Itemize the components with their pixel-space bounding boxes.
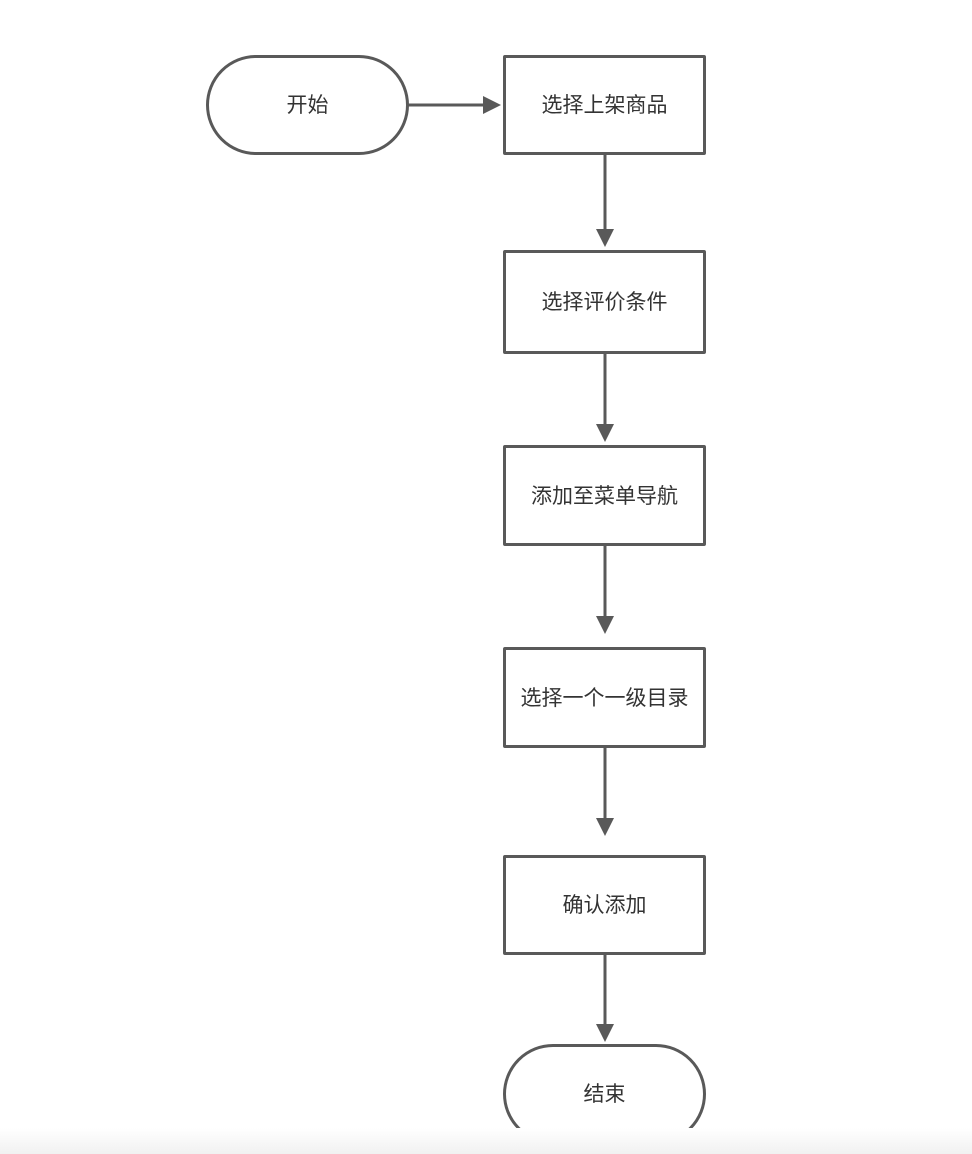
confirm-add-node-label: 确认添加 [562,893,647,917]
select-review-condition-node: 选择评价条件 [503,250,706,354]
bottom-edge-shade [0,1128,972,1154]
end-node-label: 结束 [583,1082,626,1106]
select-first-level-category-node-label: 选择一个一级目录 [520,685,689,710]
start-node-label: 开始 [286,93,329,117]
select-product-node-label: 选择上架商品 [541,93,668,117]
confirm-add-node: 确认添加 [503,855,706,955]
select-product-node: 选择上架商品 [503,55,706,155]
add-to-menu-nav-node: 添加至菜单导航 [503,445,706,546]
add-to-menu-nav-node-label: 添加至菜单导航 [531,483,678,508]
select-first-level-category-node: 选择一个一级目录 [503,647,706,748]
select-review-condition-node-label: 选择评价条件 [541,290,668,314]
start-node: 开始 [206,55,409,155]
